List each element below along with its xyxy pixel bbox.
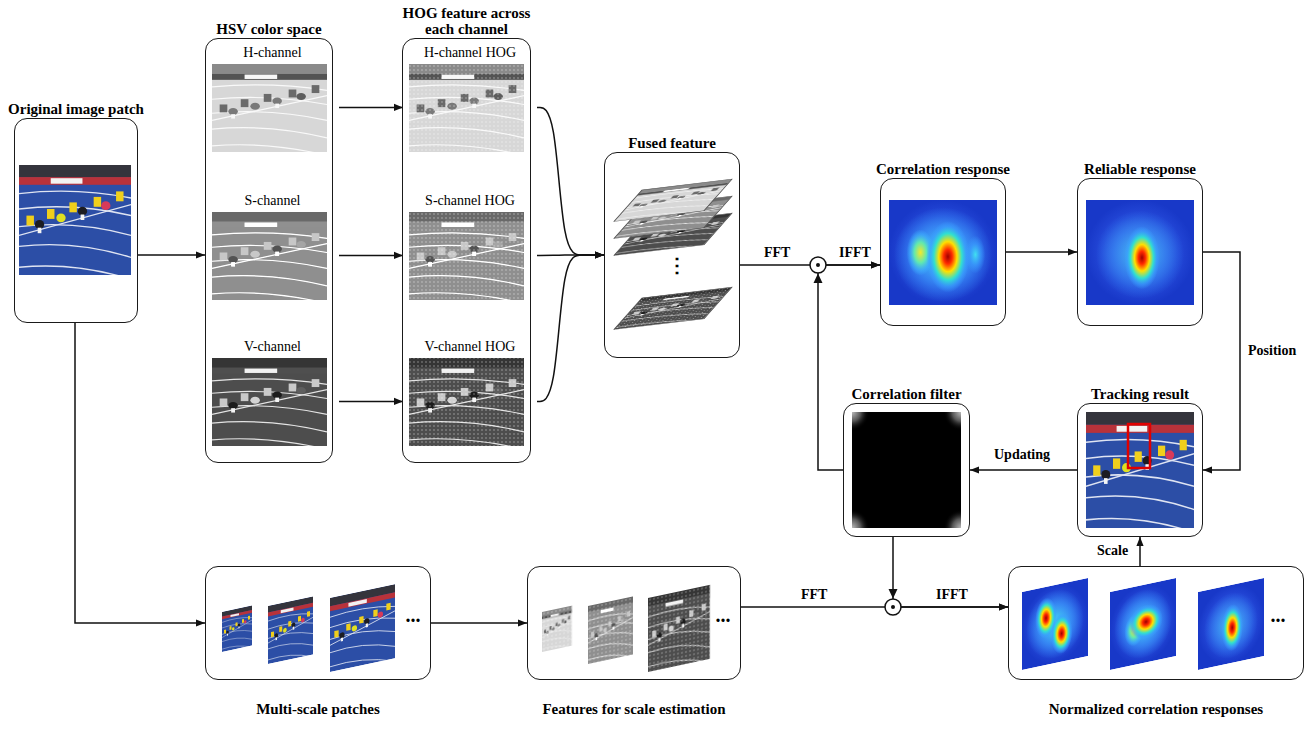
image-panel: HSV color spaceH-channelS-channelV-chann… [205, 38, 333, 463]
edge-label: Scale [1096, 543, 1129, 559]
panel-heading: Original image patch [8, 101, 144, 117]
feature-layer [613, 179, 732, 223]
arrow-connector [893, 537, 1008, 607]
s-channel-image [212, 212, 327, 304]
edge-label: FFT [763, 245, 791, 261]
ellipsis-mark: ... [405, 605, 420, 625]
edge-label: Position [1247, 343, 1297, 359]
scale-patch [330, 584, 395, 675]
v-channel-image [212, 358, 327, 450]
channel-image: V-channel [206, 337, 339, 449]
channel-image: H-channel HOG [403, 43, 537, 155]
scale-heatmap [1110, 578, 1176, 670]
hog-texture [409, 64, 524, 152]
image-panel: Features for scale estimation... [527, 566, 741, 680]
channel-image: V-channel HOG [403, 337, 537, 449]
arrow-connector [339, 255, 403, 257]
correlation-heatmap [889, 200, 997, 305]
image-panel: Original image patch [14, 118, 138, 323]
hog-texture [409, 358, 524, 446]
scale-feature-images [542, 585, 710, 675]
operation-label: IFFT [935, 587, 969, 603]
channel-label: H-channel HOG [403, 45, 537, 61]
scale-response-heatmaps [1022, 578, 1264, 670]
panel-heading: Reliable response [1084, 161, 1196, 177]
multi-scale-images [222, 584, 395, 675]
filter-image [835, 393, 979, 546]
panel-heading: HSV color space [216, 21, 321, 37]
channel-image: S-channel HOG [403, 191, 537, 303]
arrow-connector [970, 469, 1077, 471]
arrow-connector [537, 107, 604, 255]
arrow-connector [537, 255, 604, 401]
image-panel: Multi-scale patches... [205, 566, 431, 680]
image-panel: Reliable response [1077, 178, 1203, 326]
image-panel: Fused feature⋮ [604, 152, 740, 358]
arrow-connector [138, 254, 205, 256]
ellipsis-mark: ⋮ [667, 255, 687, 275]
image-panel: Correlation filter [843, 403, 970, 537]
arrow-connector [431, 622, 527, 624]
s-hog-image [409, 212, 524, 304]
arrow-connector [75, 323, 205, 623]
panel-heading: Correlation filter [851, 386, 961, 402]
tracking-photo [1086, 412, 1194, 533]
panel-heading: Correlation response [876, 161, 1010, 177]
target-box [1128, 424, 1150, 468]
panel-heading: Tracking result [1091, 386, 1189, 402]
arrow-connector [339, 107, 403, 109]
scale-heatmap [1022, 578, 1088, 670]
channel-image: S-channel [206, 191, 339, 303]
operation-label: IFFT [838, 245, 872, 261]
scale-patch [268, 596, 313, 666]
channel-label: H-channel [206, 45, 339, 61]
arrow-connector [818, 265, 880, 470]
panel-heading: Normalized correlation responses [1049, 701, 1263, 717]
ellipsis-mark: ... [715, 605, 730, 625]
hog-texture [409, 212, 524, 300]
panel-heading: Fused feature [628, 135, 716, 151]
edge-label: Updating [993, 447, 1051, 463]
fused-feature-layers [613, 179, 732, 331]
image-panel: Normalized correlation responses... [1008, 566, 1304, 680]
ellipsis-mark: ... [1270, 605, 1285, 625]
image-panel: Tracking result [1077, 403, 1203, 537]
feature-layer [613, 287, 732, 331]
arrow-connector [1203, 252, 1240, 470]
panel-heading: Multi-scale patches [256, 701, 380, 717]
hsv-channel-images [212, 64, 327, 450]
arrow-connector [1139, 537, 1141, 566]
channel-image: H-channel [206, 43, 339, 155]
edge-label: FFT [800, 587, 828, 603]
input-photo [19, 165, 131, 279]
multiply-operator [885, 589, 901, 615]
image-panel: HOG feature across each channelH-channel… [402, 38, 531, 463]
channel-label: V-channel HOG [403, 339, 537, 355]
image-panel: Correlation response [880, 178, 1006, 326]
multiply-operator [810, 257, 826, 283]
channel-label: S-channel HOG [403, 193, 537, 209]
channel-label: S-channel [206, 193, 339, 209]
arrow-connector [339, 401, 403, 403]
reliable-heatmap [1086, 200, 1194, 305]
panel-heading: Features for scale estimation [542, 701, 725, 717]
channel-label: V-channel [206, 339, 339, 355]
h-channel-image [212, 64, 327, 156]
panel-heading: HOG feature across each channel [392, 5, 542, 37]
v-hog-image [409, 358, 524, 450]
arrow-connector [1006, 251, 1077, 253]
hog-channel-images [409, 64, 524, 450]
scale-patch [222, 606, 252, 654]
scale-heatmap [1198, 578, 1264, 670]
h-hog-image [409, 64, 524, 156]
